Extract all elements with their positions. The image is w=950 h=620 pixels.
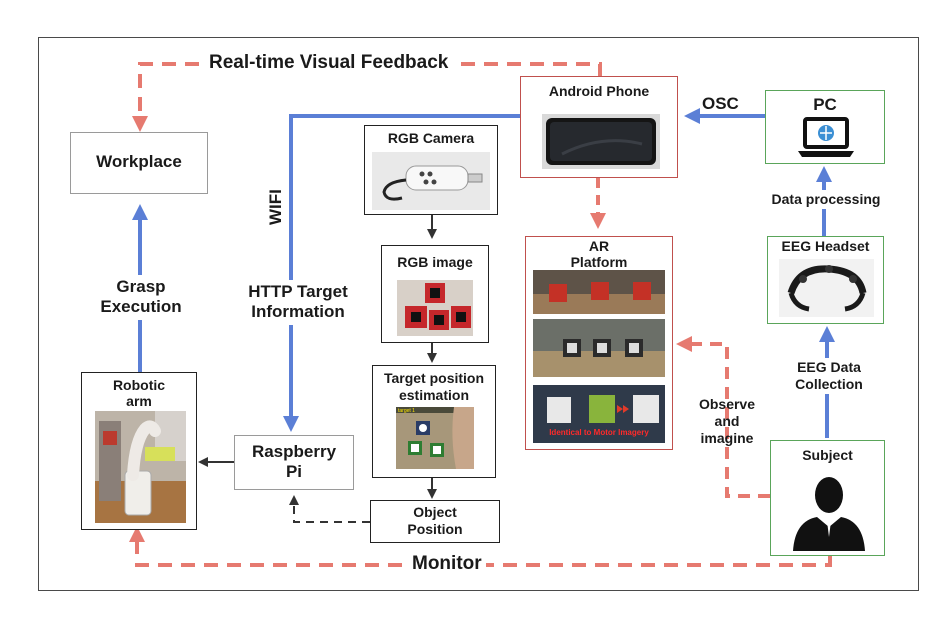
observe-arrow — [676, 336, 770, 498]
monitor-label: Monitor — [408, 553, 486, 576]
person-icon — [793, 477, 865, 551]
subject-title: Subject — [802, 447, 853, 463]
ar-photo-3: Identical to Motor Imagery — [533, 385, 665, 443]
figure-frame — [38, 37, 919, 591]
camera-photo — [372, 152, 490, 210]
object-to-raspberry-arrow — [289, 495, 370, 523]
phone-photo — [542, 114, 660, 169]
rgb-image-photo — [397, 280, 473, 336]
svg-text:target 1: target 1 — [398, 408, 415, 414]
workplace-node: Workplace — [70, 132, 208, 194]
ar-caption: Identical to Motor Imagery — [549, 428, 649, 437]
rgb-image-node: RGB image — [381, 245, 489, 343]
data-processing-label: Data processing — [756, 190, 896, 209]
robot-photo — [95, 411, 186, 523]
rgb-camera-node: RGB Camera — [364, 125, 498, 215]
eeg-headset-node: EEG Headset — [767, 236, 884, 324]
subject-node: Subject — [770, 440, 885, 556]
eeg-headset-title: EEG Headset — [781, 238, 870, 254]
target-photo: target 1 — [396, 407, 474, 469]
android-phone-title: Android Phone — [548, 83, 650, 99]
ar-photo-1 — [533, 270, 665, 314]
headset-photo — [779, 259, 874, 317]
ar-photo-2 — [533, 319, 665, 377]
osc-label: OSC — [702, 94, 739, 113]
pc-title: PC — [813, 95, 837, 114]
pc-node: PC — [765, 90, 885, 164]
wifi-label: WIFI — [266, 189, 285, 225]
android-phone-node: Android Phone — [520, 76, 678, 178]
workplace-title: Workplace — [96, 152, 182, 171]
laptop-icon — [798, 117, 854, 157]
feedback-label: Real-time Visual Feedback — [205, 52, 453, 75]
rgb-camera-title: RGB Camera — [387, 130, 475, 146]
rgb-image-title: RGB image — [397, 254, 473, 270]
